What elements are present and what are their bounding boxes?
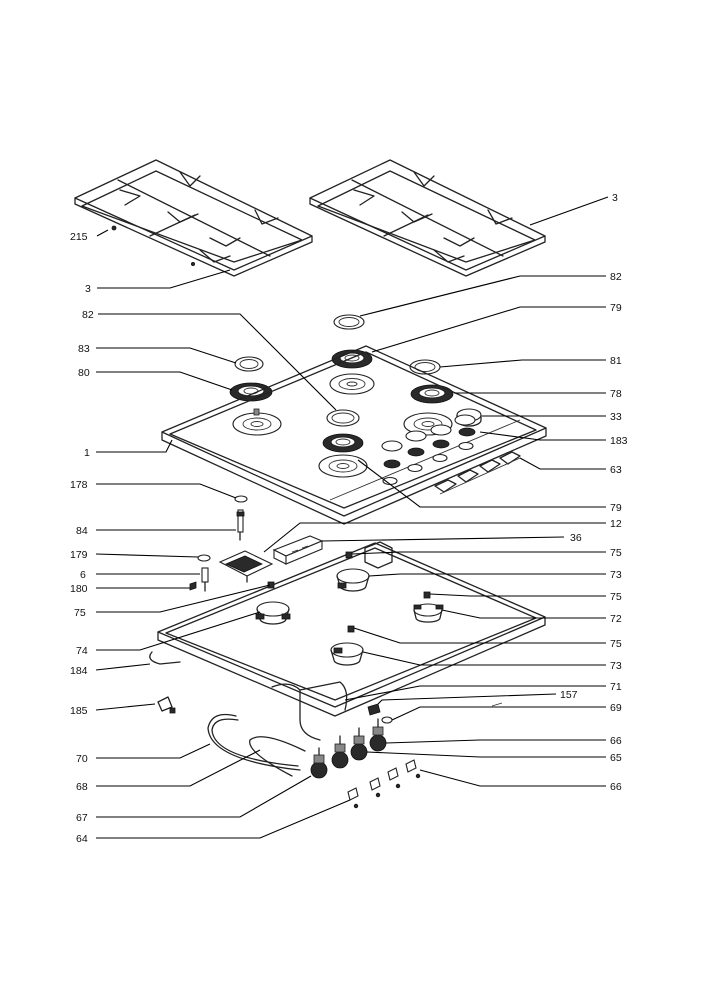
burner-ring-82-middle: [326, 409, 360, 427]
gas-valve-66b: [369, 718, 387, 752]
callout-73-b: 73: [610, 660, 622, 672]
callout-63: 63: [610, 464, 622, 476]
gas-valve-66a: [331, 735, 349, 769]
callout-179: 179: [70, 549, 88, 561]
burner-cup-73-top: [336, 568, 370, 592]
callout-36: 36: [570, 532, 582, 544]
callout-185: 185: [70, 705, 88, 717]
screws-75: [267, 551, 431, 633]
callout-81: 81: [610, 355, 622, 367]
callout-64: 64: [76, 833, 88, 845]
pipe-184: [149, 651, 181, 665]
callout-83: 83: [78, 343, 90, 355]
callout-70: 70: [76, 753, 88, 765]
callout-82-left: 82: [82, 309, 94, 321]
spark-plug-84: [236, 509, 245, 541]
callout-33: 33: [610, 411, 622, 423]
callout-184: 184: [70, 665, 88, 677]
callout-66-b: 66: [610, 781, 622, 793]
screw-215: [111, 225, 117, 231]
burner-base-left: [232, 408, 282, 436]
callout-66-a: 66: [610, 735, 622, 747]
gas-valve-65: [350, 727, 368, 761]
callout-215: 215: [70, 231, 88, 243]
callout-3-right: 3: [612, 192, 618, 204]
callout-65: 65: [610, 752, 622, 764]
callout-75-d: 75: [610, 638, 622, 650]
callout-1: 1: [84, 447, 90, 459]
callout-180: 180: [70, 583, 88, 595]
callout-73-a: 73: [610, 569, 622, 581]
callout-78: 78: [610, 388, 622, 400]
callout-71: 71: [610, 681, 622, 693]
burner-ring-83: [234, 356, 264, 372]
hob-top-panel: [161, 345, 547, 525]
callout-75-a: 75: [610, 547, 622, 559]
gas-pipe-68: [249, 736, 306, 777]
thermocouple-6: [201, 567, 209, 592]
callout-6: 6: [80, 569, 86, 581]
pan-support-grid-right: [309, 159, 546, 277]
callout-3-left: 3: [85, 283, 91, 295]
callout-67: 67: [76, 812, 88, 824]
burner-cup-73-bottom: [330, 642, 364, 666]
leader-lines: [95, 196, 609, 839]
callout-183: 183: [610, 435, 628, 447]
burner-cup-74: [255, 601, 291, 625]
small-screw: [190, 261, 195, 266]
callout-68: 68: [76, 781, 88, 793]
burner-crown-78: [410, 384, 454, 404]
seal-178: [234, 495, 248, 503]
washer-69: [381, 716, 393, 724]
callout-79-bottom: 79: [610, 502, 622, 514]
callout-79-top: 79: [610, 302, 622, 314]
bracket-185: [157, 696, 176, 714]
burner-ring-81: [409, 359, 441, 375]
rear-box: [364, 541, 393, 569]
fitting-157: [367, 703, 381, 716]
callout-12: 12: [610, 518, 622, 530]
clip-180: [189, 581, 197, 591]
dash-mark: [491, 702, 503, 707]
burner-crown-80: [229, 382, 273, 402]
callout-75-c: 75: [610, 591, 622, 603]
clips-63: [434, 451, 521, 495]
gas-pipe-71: [271, 681, 348, 741]
burner-base-center-bottom: [318, 454, 368, 478]
callout-84: 84: [76, 525, 88, 537]
callout-74: 74: [76, 645, 88, 657]
callout-82-right: 82: [610, 271, 622, 283]
gas-valve-67: [310, 747, 328, 779]
burner-crown-79-bottom: [322, 433, 364, 453]
callout-69: 69: [610, 702, 622, 714]
callout-labels: 3 215 3 82 82 79 83 81 80 78 33 183 1 63…: [70, 192, 628, 845]
burner-ring-82-top: [333, 314, 365, 330]
burner-base-center-top: [329, 373, 375, 395]
callout-72: 72: [610, 613, 622, 625]
pan-support-grid-left: [74, 159, 313, 277]
callout-157: 157: [560, 689, 578, 701]
callout-178: 178: [70, 479, 88, 491]
burner-cup-72: [413, 603, 444, 623]
ignition-module-12: [218, 550, 274, 583]
switch-block-36: [272, 535, 324, 565]
gas-pipe-70: [207, 713, 301, 771]
grommet-179: [197, 554, 211, 562]
control-grommets: [381, 414, 476, 486]
callout-80: 80: [78, 367, 90, 379]
valve-brackets-64: [347, 759, 421, 809]
callout-75-b: 75: [74, 607, 86, 619]
